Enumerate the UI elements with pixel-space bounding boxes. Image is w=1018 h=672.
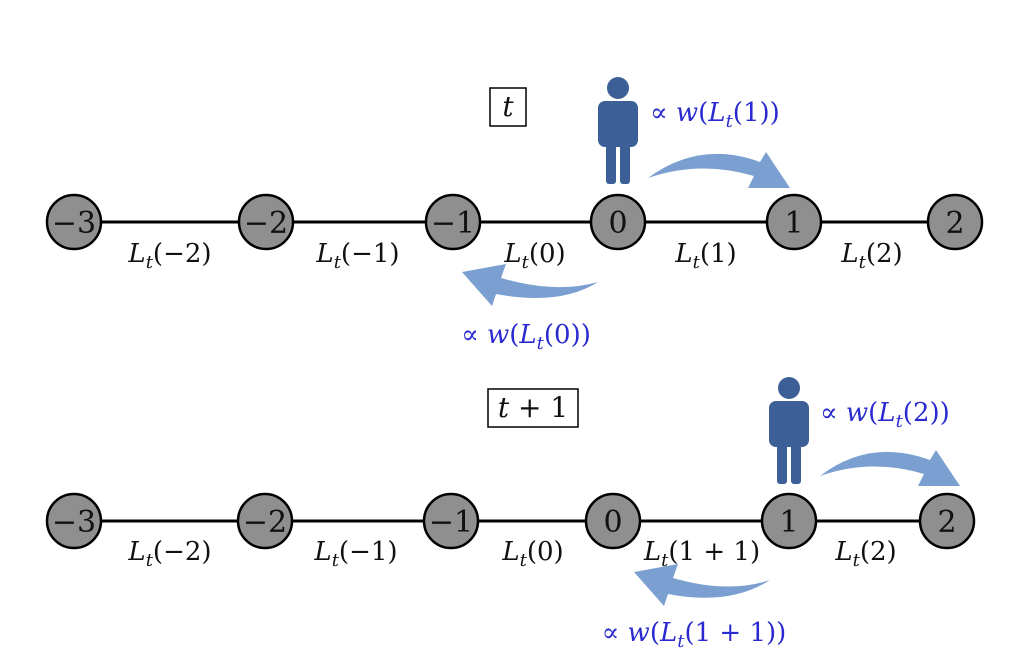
node-label: 0: [603, 505, 622, 540]
node-label: −1: [431, 206, 475, 241]
edge-label: Lt(−2): [127, 537, 211, 571]
node-label: −2: [243, 505, 287, 540]
right-move-arrow-icon: [820, 450, 960, 486]
left-move-arrow-icon: [634, 564, 770, 606]
node-label: −2: [244, 206, 288, 241]
edge-label: Lt(2): [840, 239, 902, 273]
node: −3: [45, 193, 103, 251]
time-label: t + 1: [487, 388, 579, 428]
edge-label: Lt(1 + 1): [643, 537, 760, 571]
right-move-probability: ∝ w(Lt(2)): [820, 398, 950, 432]
left-move-probability: ∝ w(Lt(1 + 1)): [602, 618, 787, 652]
edge-label: Lt(0): [503, 239, 565, 273]
node: 1: [765, 193, 823, 251]
node: −1: [424, 193, 482, 251]
node: 1: [760, 492, 818, 550]
right-move-probability: ∝ w(Lt(1)): [650, 98, 780, 132]
edge-label: Lt(−1): [313, 537, 397, 571]
right-move-arrow-icon: [648, 152, 790, 188]
node-label: −1: [429, 505, 473, 540]
walker-person-icon: [598, 77, 638, 184]
node: 0: [589, 193, 647, 251]
node-label: −3: [52, 505, 96, 540]
svg-text:t: t: [502, 90, 514, 123]
node-label: 2: [937, 505, 956, 540]
edge-label: Lt(−1): [315, 239, 399, 273]
node: −2: [236, 492, 294, 550]
node: 2: [926, 193, 984, 251]
panel-t-plus-1: −3 −2 −1 0 1 2 Lt(−2) Lt(−1) Lt(0) Lt(1 …: [45, 377, 976, 652]
svg-text:t + 1: t + 1: [498, 391, 568, 424]
node: 2: [918, 492, 976, 550]
left-move-arrow-icon: [462, 264, 598, 306]
node-label: 0: [608, 206, 627, 241]
node-label: 1: [784, 206, 803, 241]
node-label: −3: [52, 206, 96, 241]
time-label: t: [489, 87, 527, 127]
node: −3: [45, 492, 103, 550]
edge-label: Lt(1): [674, 239, 736, 273]
node-label: 2: [945, 206, 964, 241]
left-move-probability: ∝ w(Lt(0)): [461, 320, 591, 354]
node: −1: [422, 492, 480, 550]
panel-t: −3 −2 −1 0 1 2 Lt(−2) Lt(−1) Lt(0) Lt(1)…: [45, 77, 984, 354]
edge-label: Lt(2): [834, 537, 896, 571]
node: 0: [584, 492, 642, 550]
node-label: 1: [779, 505, 798, 540]
edge-label: Lt(0): [501, 537, 563, 571]
edge-label: Lt(−2): [127, 239, 211, 273]
walker-person-icon: [769, 377, 809, 484]
node: −2: [237, 193, 295, 251]
